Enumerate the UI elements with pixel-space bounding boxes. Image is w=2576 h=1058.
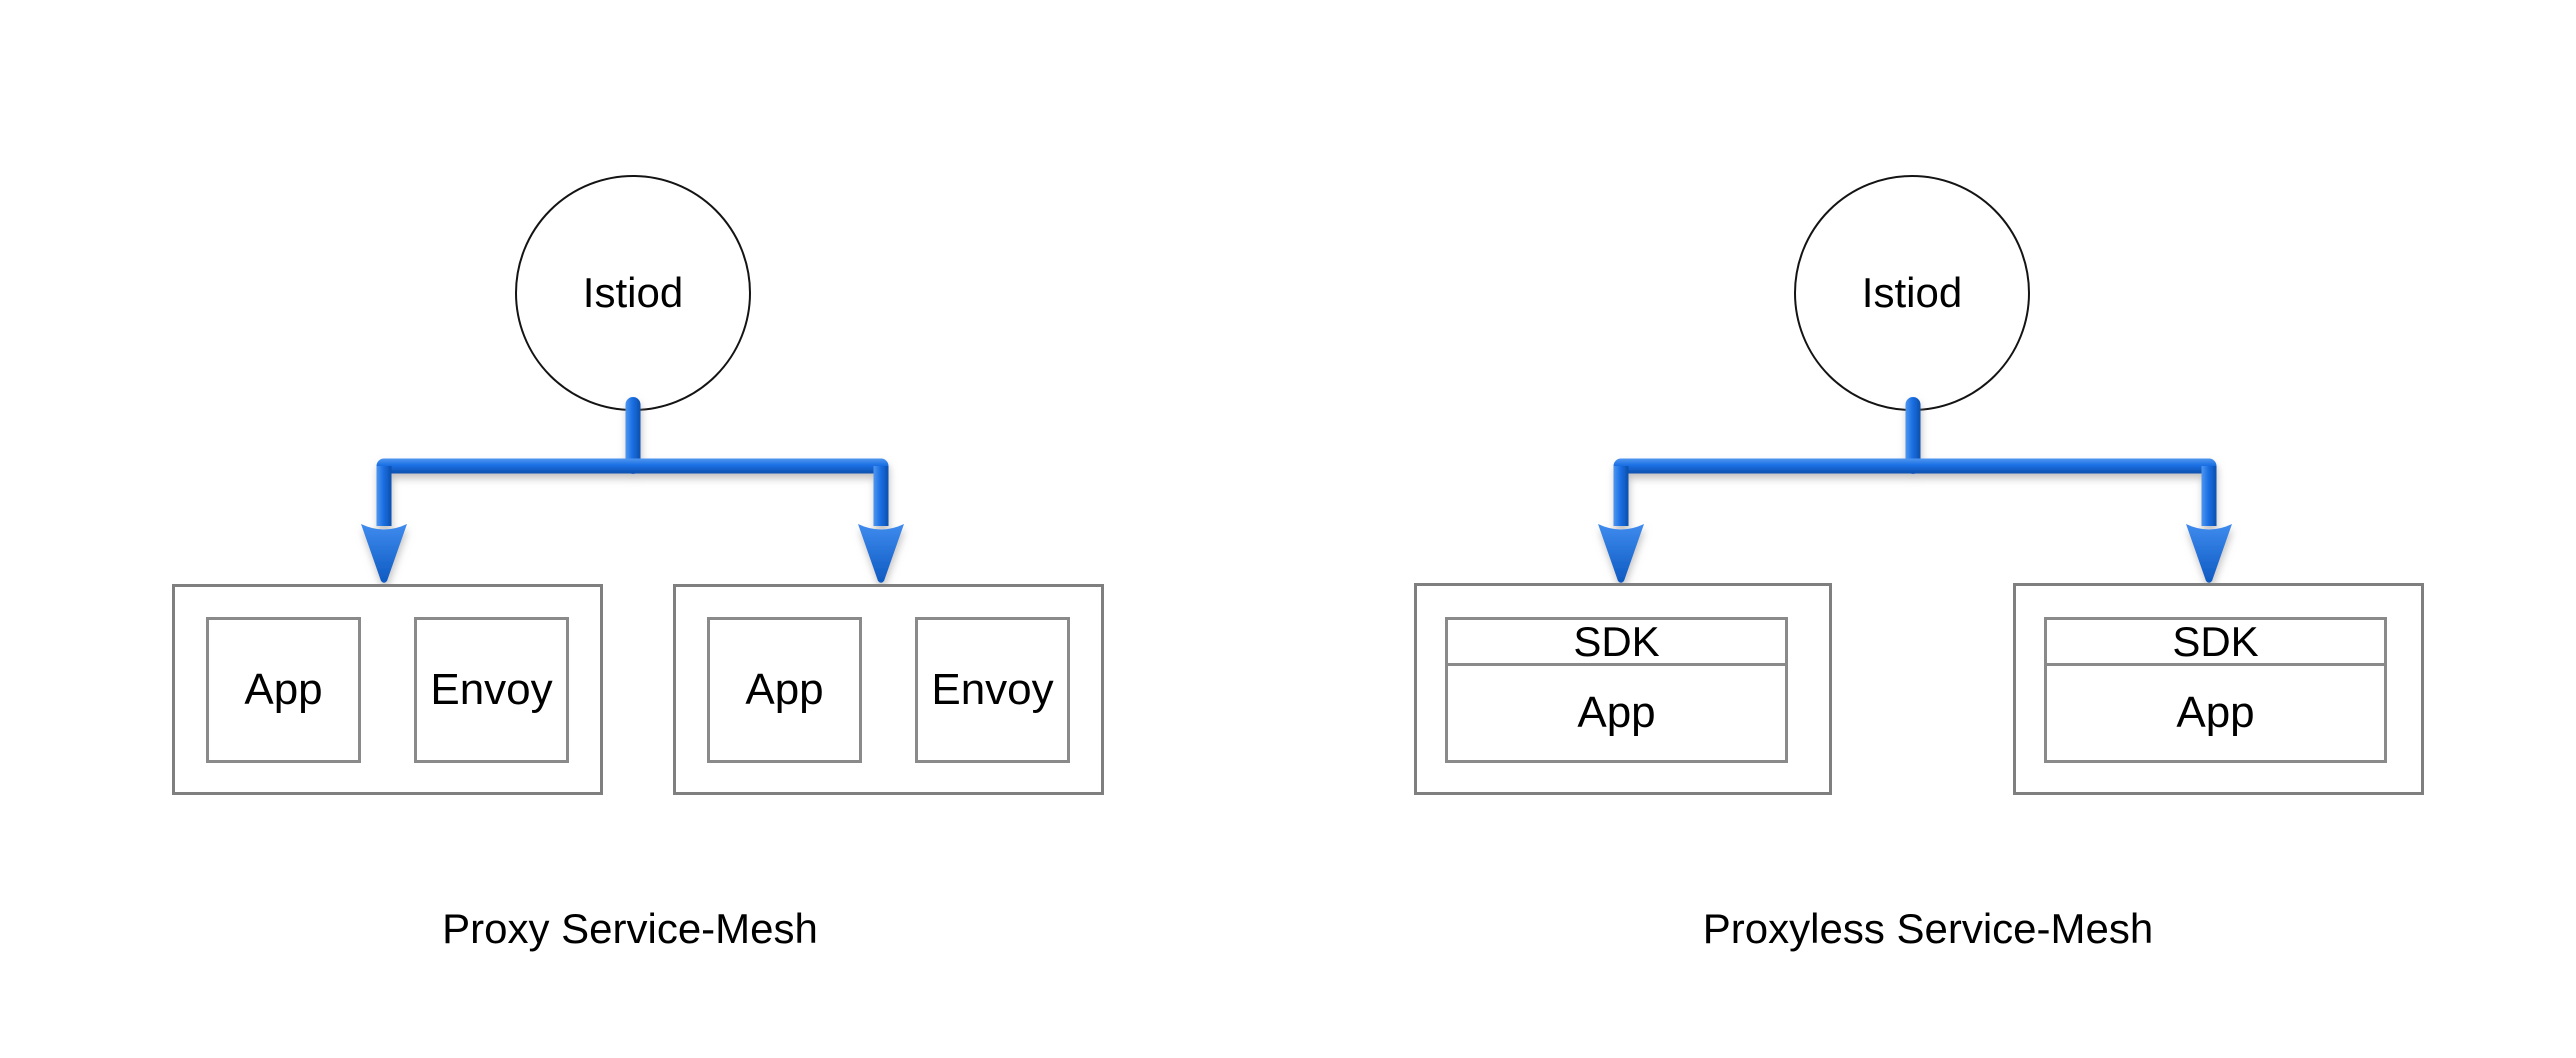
- pod-box: App Envoy: [673, 584, 1104, 795]
- arrowhead-icon: [2186, 524, 2232, 583]
- pod-box: App Envoy: [172, 584, 603, 795]
- sdk-label: SDK: [1573, 617, 1660, 665]
- app-label: App: [244, 664, 323, 714]
- envoy-box: Envoy: [915, 616, 1070, 763]
- sdk-layer: SDK: [2047, 617, 2384, 666]
- arrow-drop-left: [1613, 466, 1629, 526]
- app-box: App: [707, 616, 862, 763]
- app-label: App: [745, 664, 824, 714]
- arrowhead-icon: [858, 524, 904, 583]
- envoy-box: Envoy: [414, 616, 569, 763]
- app-layer: App: [2047, 666, 2384, 760]
- arrow-stem: [1905, 397, 1921, 474]
- arrow-drop-right: [873, 466, 889, 526]
- istiod-label: Istiod: [1861, 269, 1963, 316]
- app-label: App: [1577, 688, 1656, 737]
- arrowhead-icon: [1598, 524, 1644, 583]
- sdk-label: SDK: [2172, 617, 2259, 665]
- sdk-layer: SDK: [1448, 617, 1785, 666]
- arrowhead-icon: [361, 524, 407, 583]
- arrow-drop-right: [2201, 466, 2217, 526]
- arrow-drop-left: [376, 466, 392, 526]
- arrow-crossbar: [1613, 458, 2217, 474]
- sdk-app-stack: SDK App: [1445, 617, 1788, 763]
- istiod-to-pods-arrows: [1598, 397, 2232, 583]
- arrow-stem: [625, 397, 641, 474]
- arrow-crossbar: [376, 458, 889, 474]
- panel-caption: Proxyless Service-Mesh: [1702, 905, 2154, 952]
- app-layer: App: [1448, 666, 1785, 760]
- pod-box: SDK App: [1414, 583, 1832, 795]
- sdk-app-stack: SDK App: [2044, 617, 2387, 763]
- app-box: App: [206, 616, 361, 763]
- pod-box: SDK App: [2013, 583, 2424, 795]
- app-label: App: [2176, 688, 2255, 737]
- envoy-label: Envoy: [931, 664, 1054, 714]
- envoy-label: Envoy: [430, 664, 553, 714]
- istiod-to-pods-arrows: [361, 397, 904, 583]
- istiod-label: Istiod: [582, 269, 684, 316]
- panel-caption: Proxy Service-Mesh: [442, 905, 818, 952]
- istiod-node: Istiod: [1794, 175, 2030, 411]
- istiod-node: Istiod: [515, 175, 751, 411]
